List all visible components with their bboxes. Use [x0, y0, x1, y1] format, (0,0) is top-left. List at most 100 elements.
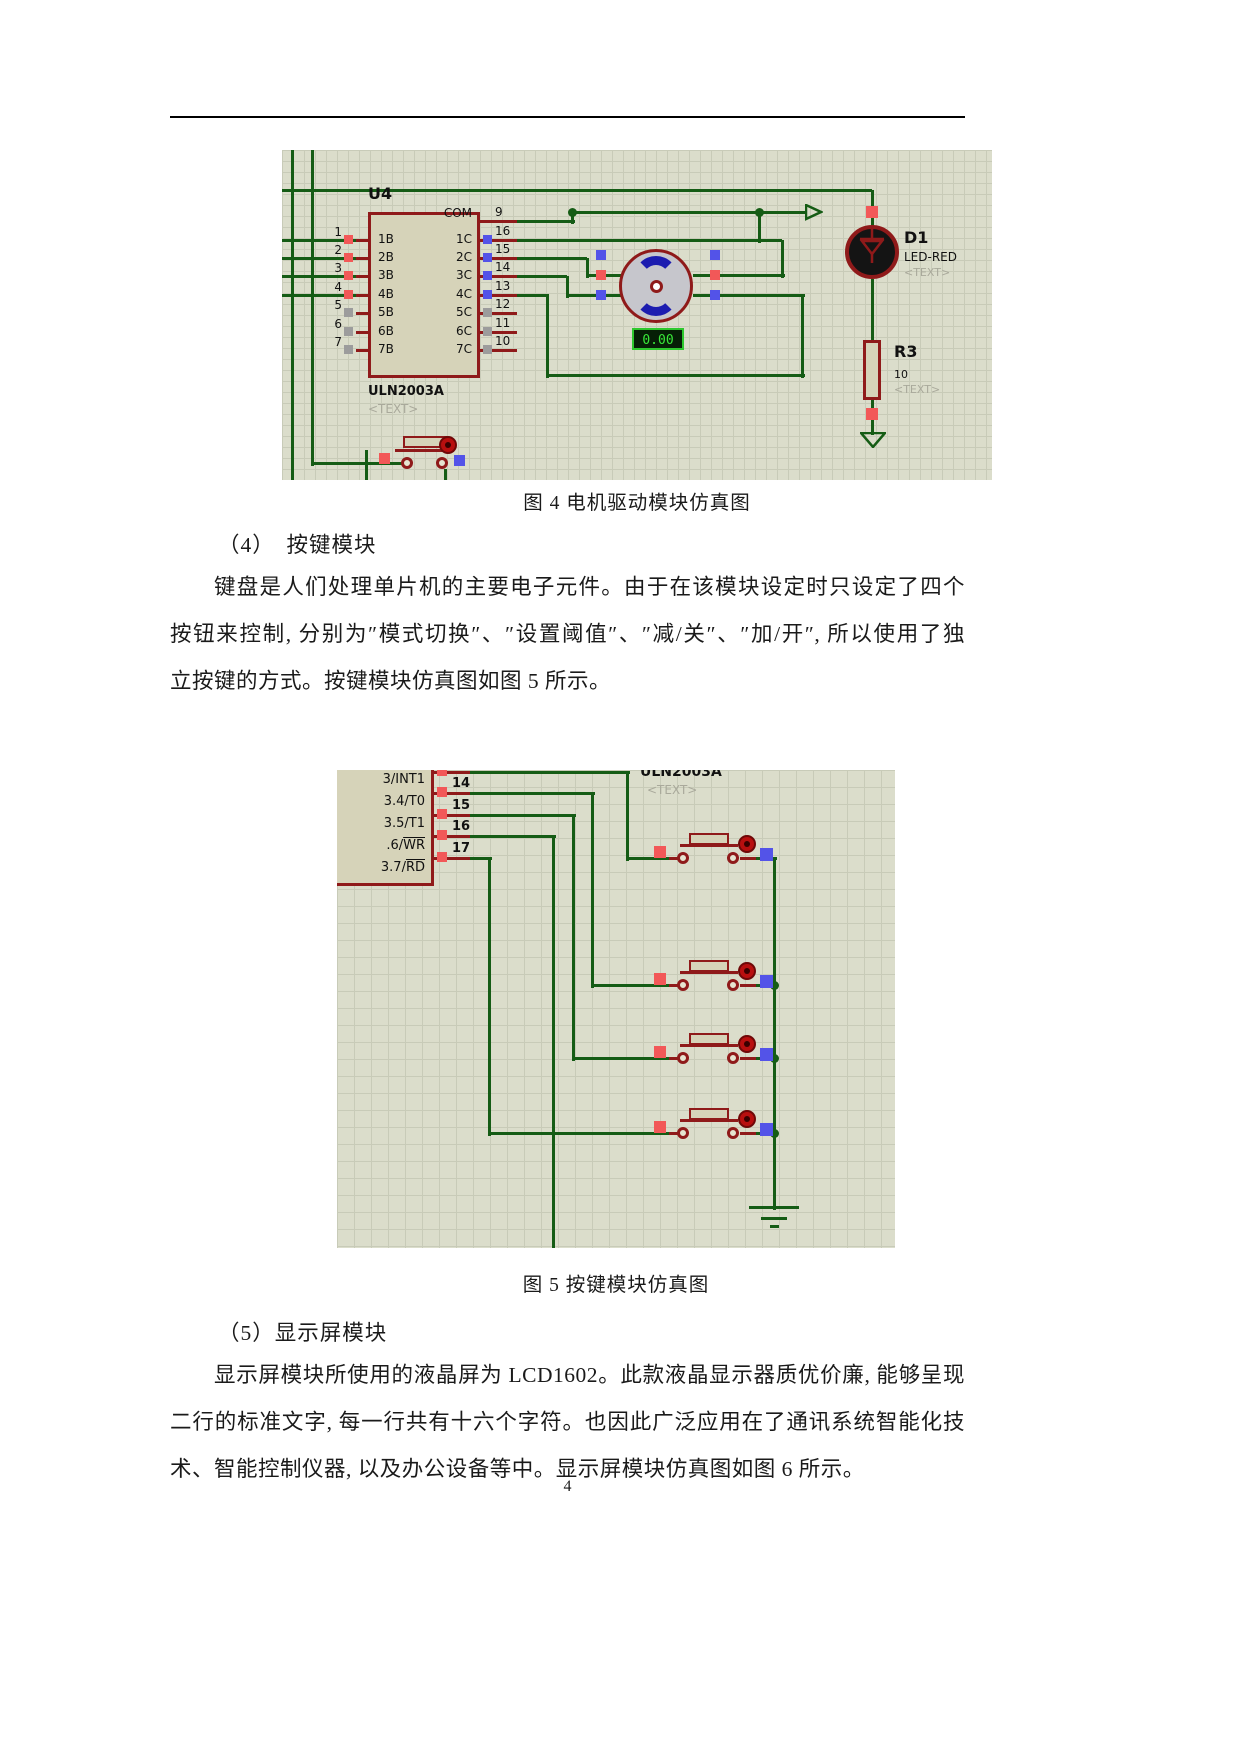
motor-terminal-square — [596, 290, 606, 300]
pushbutton-lead — [740, 857, 756, 860]
pushbutton-lead — [740, 1057, 756, 1060]
pushbutton-lead — [669, 1057, 679, 1060]
pushbutton-terminal — [727, 1127, 739, 1139]
motor-terminal-square — [710, 290, 720, 300]
pin-state-square — [483, 327, 492, 336]
actuator-dot — [744, 968, 750, 974]
wire-segment — [546, 295, 549, 378]
probe-square — [866, 408, 878, 420]
motor-terminal-square — [710, 250, 720, 260]
wire-segment — [571, 212, 574, 224]
wire-junction-dot — [770, 1054, 779, 1063]
pin-number: 15 — [495, 242, 511, 256]
pin-stub — [356, 275, 368, 278]
pushbutton-terminal — [677, 1127, 689, 1139]
mcu-port-label: 3.5/T1 — [337, 816, 425, 831]
wire-segment — [489, 1132, 672, 1135]
pin-number: 16 — [452, 819, 471, 834]
actuator-dot — [744, 1041, 750, 1047]
wire-junction-dot — [568, 208, 577, 217]
page-number: 4 — [563, 1478, 572, 1495]
pin-number: 9 — [495, 205, 503, 219]
header-rule — [170, 116, 965, 118]
pin-stub — [356, 294, 368, 297]
pin-number: 15 — [452, 798, 471, 813]
actuator-dot — [744, 1116, 750, 1122]
pin-state-square — [483, 271, 492, 280]
pushbutton-lead — [740, 984, 756, 987]
pin-label: 3C — [455, 268, 472, 282]
wire-segment — [572, 211, 805, 214]
uln2003a-chip-body — [368, 212, 480, 378]
pin-label: 4C — [455, 287, 472, 301]
pushbutton-terminal — [727, 852, 739, 864]
pin-state-square — [437, 809, 447, 819]
pin-state-square — [483, 253, 492, 262]
pin-state-square — [437, 852, 447, 862]
pin-number: 4 — [334, 280, 342, 294]
pin-stub — [356, 349, 368, 352]
section5-line2: 二行的标准文字, 每一行共有十六个字符。也因此广泛应用在了通讯系统智能化技 — [170, 1410, 965, 1434]
pin-state-square — [344, 345, 353, 354]
wire-segment — [488, 858, 491, 1136]
wire-segment — [627, 857, 672, 860]
pushbutton-terminal — [727, 1052, 739, 1064]
wire-segment — [470, 857, 492, 860]
pin-number: 11 — [495, 316, 511, 330]
pushbutton-terminal — [677, 1052, 689, 1064]
ground-icon — [858, 431, 888, 453]
motor-terminal-square — [596, 270, 606, 280]
chip-text-placeholder: <TEXT> — [368, 402, 419, 416]
wire-segment — [444, 469, 447, 480]
pin-label: 3B — [378, 268, 394, 282]
pin-stub — [434, 792, 470, 795]
pin-stub — [356, 312, 368, 315]
wire-segment — [470, 771, 630, 774]
pin-label: 6B — [378, 324, 394, 338]
wire-segment — [517, 239, 782, 242]
pin-stub — [480, 331, 517, 334]
probe-square — [760, 975, 773, 988]
pin-label: 4B — [378, 287, 394, 301]
pin-state-square — [344, 253, 353, 262]
pin-label: 1B — [378, 232, 394, 246]
pin-label: 7B — [378, 342, 394, 356]
wire-segment — [566, 276, 569, 298]
pin-state-square — [437, 787, 447, 797]
figure4-caption: 图 4 电机驱动模块仿真图 — [523, 493, 751, 514]
section4-line1: 键盘是人们处理单片机的主要电子元件。由于在该模块设定时只设定了四个 — [214, 575, 965, 599]
pin-state-square — [483, 235, 492, 244]
motor-terminal-square — [710, 270, 720, 280]
led-ref-label: D1 — [904, 228, 929, 247]
pushbutton-base-line — [680, 1044, 738, 1047]
pin-number: 12 — [495, 297, 511, 311]
motor-coil-arc — [634, 272, 678, 316]
pin-label: 1C — [455, 232, 472, 246]
motor-coil-arc — [634, 256, 678, 300]
motor-speed-display: 0.00 — [632, 328, 684, 350]
wire-segment — [761, 1217, 787, 1220]
wire-segment — [801, 295, 804, 378]
wire-segment — [758, 212, 761, 243]
probe-square — [654, 973, 666, 985]
stepper-motor — [619, 249, 693, 323]
section4-heading: （4） 按键模块 — [218, 533, 377, 557]
wire-segment — [547, 374, 805, 377]
wire-segment — [517, 294, 549, 297]
pin-stub — [480, 239, 517, 242]
wire-junction-dot — [755, 208, 764, 217]
pin-state-square — [344, 271, 353, 280]
pin-stub — [434, 835, 470, 838]
pushbutton-base-line — [395, 449, 454, 452]
figure5-caption: 图 5 按键模块仿真图 — [522, 1275, 710, 1296]
pin-number: 14 — [495, 260, 511, 274]
wire-segment — [773, 858, 776, 1210]
pin-stub — [434, 771, 470, 774]
wire-segment — [626, 772, 629, 861]
pushbutton-actuator-icon — [738, 835, 756, 853]
port-label-text: .6/ — [386, 838, 404, 853]
pin-stub — [480, 257, 517, 260]
pushbutton-lead — [740, 1132, 756, 1135]
